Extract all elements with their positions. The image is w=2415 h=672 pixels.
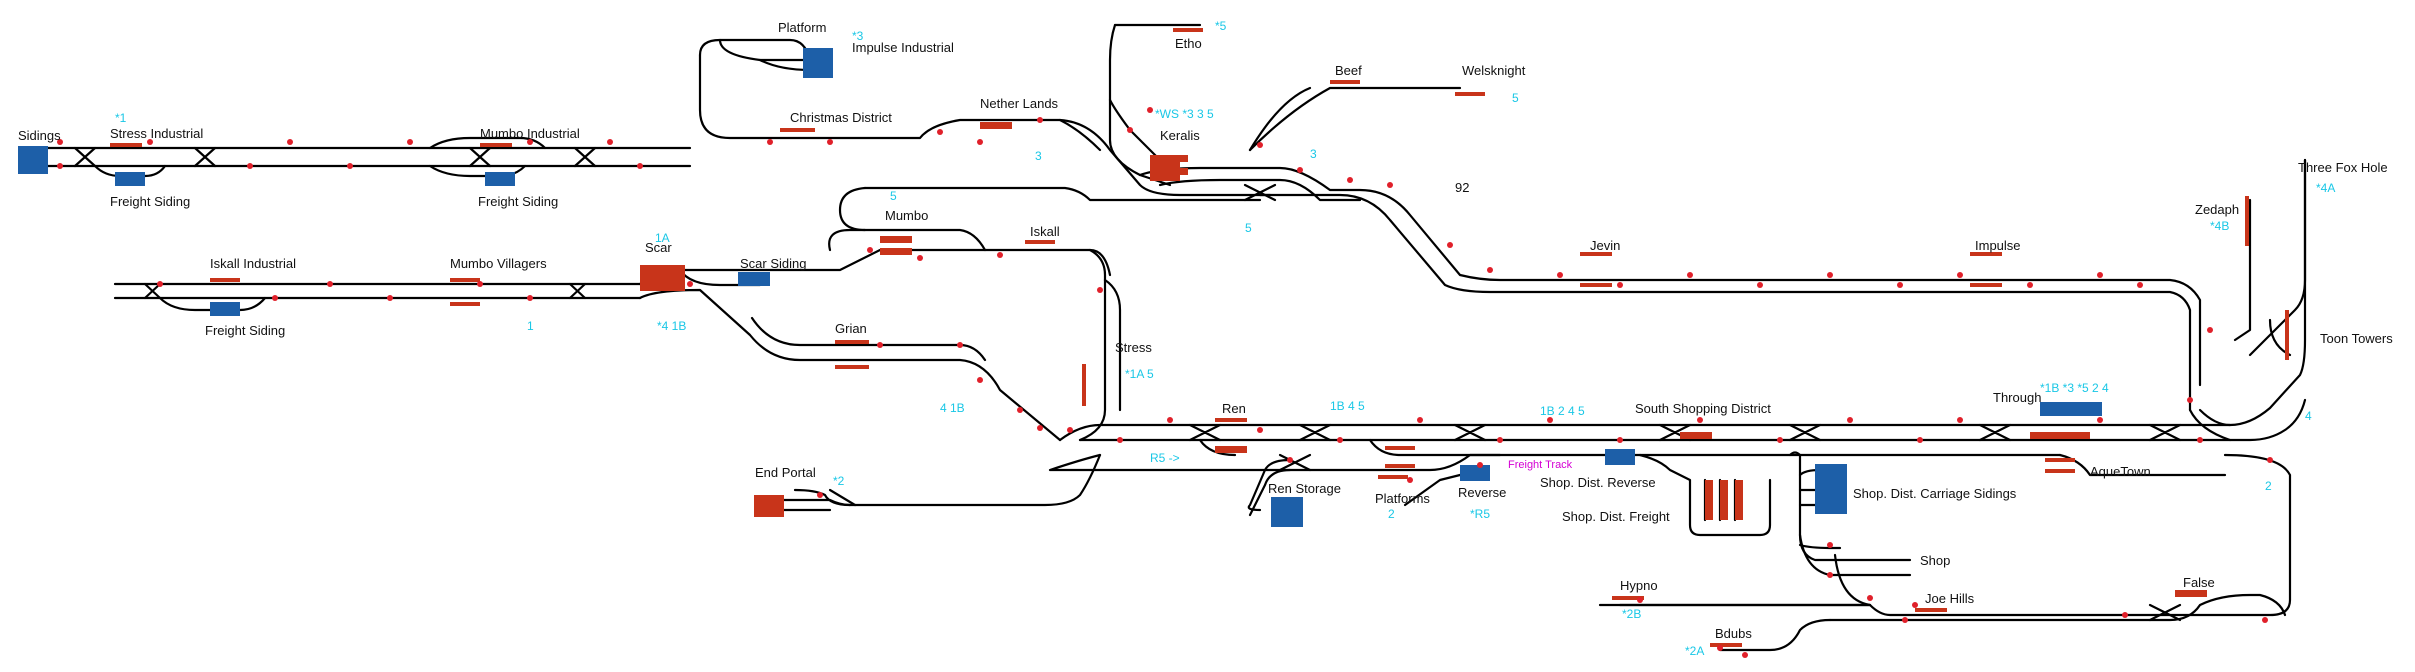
code-ren: 1B 4 5 xyxy=(1330,399,1365,413)
track-layer xyxy=(28,23,2307,652)
label-mumbo-industrial: Mumbo Industrial xyxy=(480,126,580,141)
code-impulse-industrial: *3 xyxy=(852,29,864,43)
label-freight-track: Freight Track xyxy=(1508,459,1573,471)
label-welsknight: Welsknight xyxy=(1462,63,1526,78)
label-platforms: Platforms xyxy=(1375,491,1430,506)
label-keralis: Keralis xyxy=(1160,128,1200,143)
label-mumbo: Mumbo xyxy=(885,208,928,223)
terminus-layer xyxy=(640,155,1180,517)
code-east-4: 4 xyxy=(2305,409,2312,423)
label-toon-towers: Toon Towers xyxy=(2320,331,2393,346)
label-shop-dist-freight: Shop. Dist. Freight xyxy=(1562,509,1670,524)
code-platforms: 2 xyxy=(1388,507,1395,521)
label-iskall-industrial: Iskall Industrial xyxy=(210,256,296,271)
label-etho: Etho xyxy=(1175,36,1202,51)
code-welsknight: 5 xyxy=(1512,91,1519,105)
label-freight-siding-3: Freight Siding xyxy=(205,323,285,338)
code-through: *1B *3 *5 2 4 xyxy=(2040,381,2109,395)
label-hypno: Hypno xyxy=(1620,578,1658,593)
code-mumbo: 5 xyxy=(890,189,897,203)
code-hypno: *2B xyxy=(1622,607,1641,621)
label-freight-siding-1: Freight Siding xyxy=(110,194,190,209)
code-loop-5: 5 xyxy=(1245,221,1252,235)
label-impulse-industrial: Impulse Industrial xyxy=(852,40,954,55)
label-three-fox-hole: Three Fox Hole xyxy=(2298,160,2388,175)
label-stress-industrial: Stress Industrial xyxy=(110,126,203,141)
label-shop-dist-carriage-sidings: Shop. Dist. Carriage Sidings xyxy=(1853,486,2017,501)
label-stress: Stress xyxy=(1115,340,1152,355)
label-false: False xyxy=(2183,575,2215,590)
code-end-portal: *2 xyxy=(833,474,845,488)
label-ren: Ren xyxy=(1222,401,1246,416)
code-east-2: 2 xyxy=(2265,479,2272,493)
label-scar-siding: Scar Siding xyxy=(740,256,806,271)
label-aquetown: AqueTown xyxy=(2090,464,2151,479)
label-christmas-district: Christmas District xyxy=(790,110,892,125)
label-joe-hills: Joe Hills xyxy=(1925,591,1975,606)
code-scar-south: *4 1B xyxy=(657,319,686,333)
label-platform: Platform xyxy=(778,20,826,35)
label-scar: Scar xyxy=(645,240,672,255)
label-end-portal: End Portal xyxy=(755,465,816,480)
label-ren-storage: Ren Storage xyxy=(1268,481,1341,496)
code-reverse: *R5 xyxy=(1470,507,1490,521)
code-ssd: 1B 2 4 5 xyxy=(1540,404,1585,418)
code-scar: 1A xyxy=(655,231,670,245)
label-sidings: Sidings xyxy=(18,128,61,143)
label-bdubs: Bdubs xyxy=(1715,626,1752,641)
code-etho: *5 xyxy=(1215,19,1227,33)
code-stress: *1A 5 xyxy=(1125,367,1154,381)
siding-layer xyxy=(18,48,2102,527)
label-zedaph: Zedaph xyxy=(2195,202,2239,217)
label-grian: Grian xyxy=(835,321,867,336)
code-grian-south: 4 1B xyxy=(940,401,965,415)
label-reverse: Reverse xyxy=(1458,485,1506,500)
code-zedaph: *4B xyxy=(2210,219,2229,233)
label-jevin: Jevin xyxy=(1590,238,1620,253)
platform-layer xyxy=(110,28,2289,647)
signal-layer xyxy=(57,107,2273,658)
code-three-fox-hole: *4A xyxy=(2316,181,2335,195)
code-bdubs: *2A xyxy=(1685,644,1704,658)
label-iskall: Iskall xyxy=(1030,224,1060,239)
code-keralis: *WS *3 3 5 xyxy=(1155,107,1214,121)
code-number-92: 92 xyxy=(1455,180,1469,195)
label-mumbo-villagers: Mumbo Villagers xyxy=(450,256,547,271)
code-r5: R5 -> xyxy=(1150,451,1180,465)
code-mumbo-villagers: 1 xyxy=(527,319,534,333)
label-nether-lands: Nether Lands xyxy=(980,96,1059,111)
code-keralis-east: 3 xyxy=(1310,147,1317,161)
route-code-labels: *1 *3 *5 *WS *3 3 5 3 5 3 5 5 92 1A *4 1… xyxy=(115,19,2335,658)
label-beef: Beef xyxy=(1335,63,1362,78)
label-freight-siding-2: Freight Siding xyxy=(478,194,558,209)
label-shop: Shop xyxy=(1920,553,1950,568)
code-stress-industrial: *1 xyxy=(115,111,127,125)
label-impulse: Impulse xyxy=(1975,238,2021,253)
code-nether-lands: 3 xyxy=(1035,149,1042,163)
label-shop-dist-reverse: Shop. Dist. Reverse xyxy=(1540,475,1656,490)
station-labels: Sidings Stress Industrial Freight Siding… xyxy=(18,20,2393,641)
label-through: Through xyxy=(1993,390,2041,405)
label-south-shopping-district: South Shopping District xyxy=(1635,401,1771,416)
